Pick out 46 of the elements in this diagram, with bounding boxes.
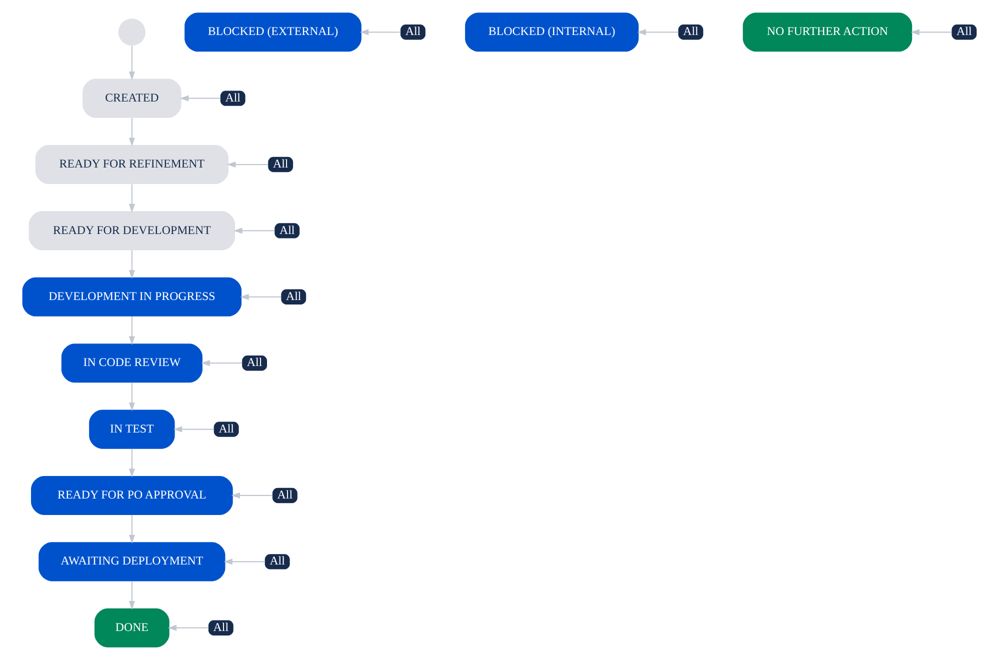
arrow (128, 184, 135, 213)
arrow (128, 515, 135, 544)
arrow (128, 118, 135, 146)
arrow (168, 624, 208, 631)
node-box: CREATED (82, 78, 182, 118)
node-box: BLOCKED (INTERNAL) (465, 12, 639, 52)
node-box: All (274, 223, 300, 238)
arrow (201, 360, 242, 366)
node-box: READY FOR PO APPROVAL (31, 476, 233, 515)
node-box: All (281, 289, 306, 304)
arrow (240, 294, 282, 300)
arrow (910, 29, 952, 36)
node-box: READY FOR REFINEMENT (35, 145, 228, 184)
arrow (128, 46, 135, 80)
arrow (128, 316, 135, 345)
node-box: All (400, 24, 426, 40)
node-box: All (268, 156, 294, 172)
node-box: All (208, 620, 234, 636)
arrow (224, 558, 265, 565)
node-circle (118, 18, 146, 46)
node-box: All (272, 488, 298, 504)
node-box: READY FOR DEVELOPMENT (28, 211, 236, 250)
arrow (226, 161, 268, 168)
arrow (128, 250, 135, 279)
arrow (180, 95, 220, 102)
node-box: All (678, 24, 704, 40)
arrow (128, 448, 135, 478)
arrow (637, 29, 678, 36)
node-box: NO FURTHER ACTION (742, 12, 912, 52)
node-box: IN TEST (89, 410, 175, 449)
node-box: AWAITING DEPLOYMENT (38, 542, 226, 582)
node-box: All (220, 90, 246, 106)
arrow (234, 228, 275, 234)
arrow (173, 426, 214, 432)
arrow (128, 581, 135, 610)
node-box: All (242, 356, 268, 371)
node-box: All (264, 554, 290, 570)
node-box: IN CODE REVIEW (61, 344, 202, 383)
node-box: All (952, 24, 977, 40)
arrow (360, 29, 400, 36)
node-box: BLOCKED (EXTERNAL) (184, 12, 362, 52)
node-box: DEVELOPMENT IN PROGRESS (22, 277, 242, 316)
node-box: All (214, 422, 239, 437)
arrow (128, 382, 135, 412)
arrow (231, 492, 272, 499)
node-box: DONE (94, 608, 170, 648)
